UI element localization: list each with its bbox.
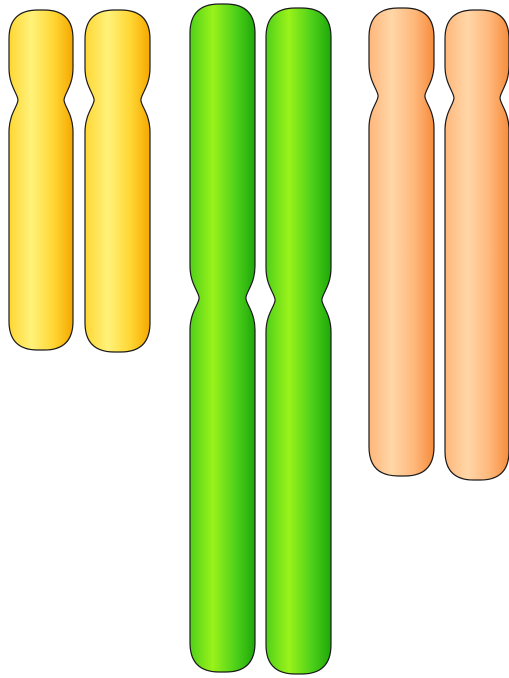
chromatid-left [369,8,434,476]
chromosome-pair-2 [190,4,331,674]
chromosome-pair-1 [9,10,150,352]
chromatid-right [445,10,509,480]
chromosome-set [9,4,509,674]
chromatid-left [9,10,73,350]
chromatid-right [85,10,150,352]
chromatid-right [266,8,331,674]
chromatid-left [190,4,255,672]
chromosome-pair-3 [369,8,509,480]
